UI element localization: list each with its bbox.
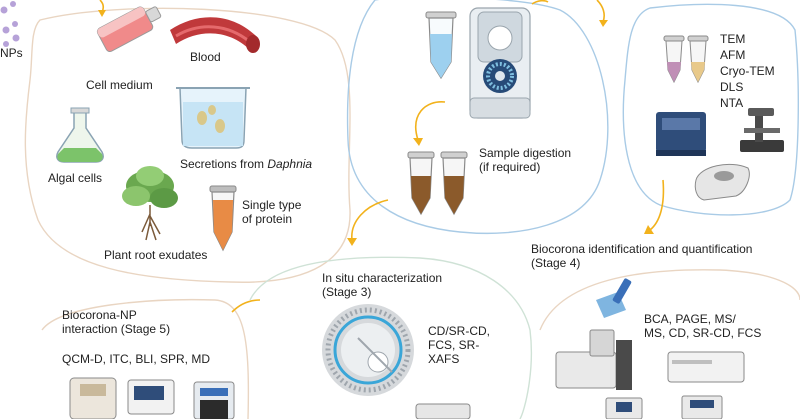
arrow-heads [98, 10, 654, 246]
dls-instrument-icon [694, 163, 750, 201]
label-stage4-title: Biocorona identification and quantificat… [531, 242, 753, 256]
label-qcm: QCM-D, ITC, BLI, SPR, MD [62, 352, 211, 366]
digested-tubes-icon [407, 151, 468, 216]
label-secretions: Secretions from Daphnia [180, 157, 312, 171]
qcm-instrument-icon [69, 377, 117, 419]
label-algal-cells: Algal cells [48, 171, 103, 185]
label-secretions-prefix: Secretions from [180, 157, 268, 171]
plant-icon [122, 166, 178, 241]
microscope-icon [740, 108, 784, 152]
stage5-region-outline [41, 299, 250, 419]
in-situ-instrument-icon [322, 304, 414, 396]
arrow-top-right [596, 0, 605, 23]
label-cd-3: XAFS [428, 352, 460, 366]
spr-instrument-icon [193, 381, 235, 419]
itc-instrument-icon [127, 379, 175, 415]
label-stage3-title: In situ characterization [322, 271, 443, 285]
label-daphnia: Daphnia [267, 157, 313, 171]
label-cd-2: FCS, SR- [428, 338, 480, 352]
protein-tube-icon [209, 185, 237, 252]
label-blood: Blood [190, 50, 221, 64]
label-sample-digestion-2: (if required) [479, 160, 541, 174]
label-dls: DLS [720, 80, 744, 94]
label-cryo-tem: Cryo-TEM [720, 64, 775, 78]
label-bca-1: BCA, PAGE, MS/ [644, 312, 736, 326]
arrow-to-stage4 [649, 179, 665, 231]
stage3-region-outline [249, 256, 533, 419]
imaging-region-outline [622, 3, 799, 216]
arrow-to-stage3 [351, 199, 389, 241]
label-single-protein-1: Single type [242, 198, 302, 212]
label-stage5-title: Biocorona-NP [62, 308, 137, 322]
centrifuge-icon [469, 7, 531, 119]
label-stage3-subtitle: (Stage 3) [322, 285, 372, 299]
label-single-protein-2: of protein [242, 212, 293, 226]
label-cd-1: CD/SR-CD, [428, 324, 490, 338]
daphnia-beaker-icon [176, 87, 250, 149]
label-stage4-subtitle: (Stage 4) [531, 256, 581, 270]
sources-region-outline [24, 7, 351, 283]
label-nta: NTA [720, 96, 744, 110]
blood-vessel-icon [170, 17, 260, 53]
pipette-plate-icon [596, 278, 632, 318]
label-cell-medium: Cell medium [86, 78, 153, 92]
label-nps: NPs [0, 46, 23, 60]
label-tem: TEM [720, 32, 746, 46]
label-plant-root: Plant root exudates [104, 248, 208, 262]
sample-tube-blue-icon [425, 11, 457, 80]
label-sample-digestion-1: Sample digestion [479, 146, 572, 160]
stage4-region-outline [539, 269, 800, 331]
sample-prep-region-outline [346, 0, 609, 235]
afm-instrument-icon [656, 112, 706, 156]
np-particles-icon [0, 1, 20, 47]
imaging-sample-tubes-icon [663, 35, 709, 84]
algal-cells-flask-icon [56, 107, 104, 163]
stage3-instrument-bottom-icon [415, 403, 471, 419]
label-afm: AFM [720, 48, 746, 62]
label-bca-2: MS, CD, SR-CD, FCS [644, 326, 762, 340]
analyzer-bottom-icons [605, 395, 723, 419]
label-stage5-subtitle: interaction (Stage 5) [62, 322, 171, 336]
cell-medium-flask-icon [96, 6, 162, 53]
arrow-to-sample-digestion [415, 101, 446, 141]
hplc-instrument-icon [667, 351, 745, 383]
arrow-top-center [531, 0, 549, 5]
arrow-stage3-to-stage5 [231, 299, 261, 313]
mass-spec-icon [555, 329, 632, 390]
flow-arrows [99, 0, 665, 313]
